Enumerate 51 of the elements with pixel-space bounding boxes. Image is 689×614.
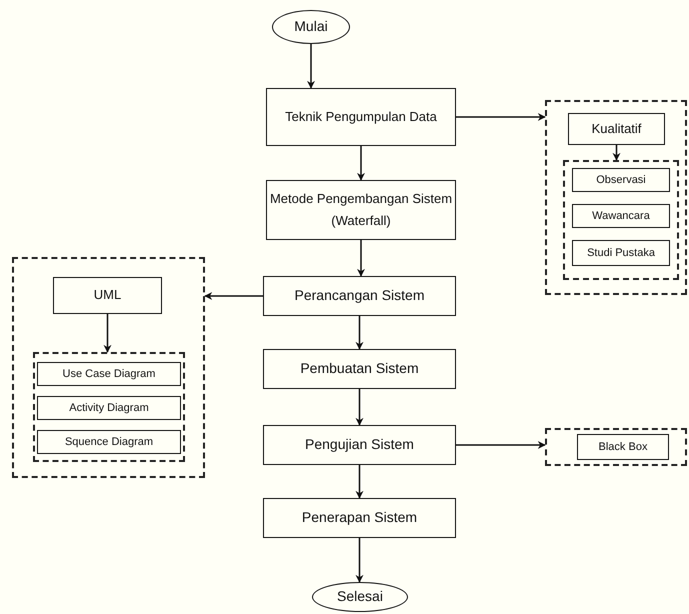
arrow: [104, 314, 112, 353]
process-box: [572, 240, 670, 266]
node-label: Observasi: [596, 172, 646, 188]
dashed-group-box: [545, 100, 687, 295]
arrow: [204, 292, 263, 300]
arrow: [356, 316, 364, 350]
node-label: Penerapan Sistem: [302, 508, 418, 528]
node-label: Wawancara: [592, 208, 650, 224]
terminal-oval: [272, 10, 350, 44]
node-label: Selesai: [337, 587, 383, 606]
node-label: Studi Pustaka: [587, 246, 655, 261]
dashed-group-box: [12, 257, 205, 478]
dashed-group-box: [33, 352, 185, 462]
process-box: [572, 204, 670, 228]
process-box: [577, 434, 669, 460]
process-box: [263, 498, 456, 538]
dashed-group-box: [545, 428, 687, 466]
node-label: Kualitatif: [592, 120, 642, 138]
arrow: [357, 146, 365, 181]
node-label: UML: [94, 286, 122, 304]
dashed-group-box: [563, 160, 679, 280]
arrow: [356, 389, 364, 426]
process-box: [37, 430, 181, 454]
arrow: [456, 113, 546, 121]
process-box: [263, 349, 456, 389]
process-box: [266, 180, 456, 240]
arrow: [357, 240, 365, 277]
process-box: [263, 425, 456, 465]
process-box: [37, 362, 181, 386]
arrow: [612, 145, 620, 161]
process-box: [572, 168, 670, 192]
arrow: [356, 465, 364, 499]
node-label: Black Box: [598, 440, 648, 455]
process-box: [568, 113, 665, 145]
process-box: [266, 88, 456, 146]
node-label: Teknik Pengumpulan Data: [285, 108, 437, 126]
node-label: Metode Pengembangan Sistem (Waterfall): [268, 190, 454, 230]
node-label: Activity Diagram: [69, 400, 149, 416]
node-label: Pengujian Sistem: [305, 435, 414, 454]
process-box: [263, 276, 456, 316]
node-label: Mulai: [294, 17, 328, 36]
terminal-oval: [312, 582, 408, 612]
process-box: [53, 277, 162, 314]
node-label: Squence Diagram: [64, 434, 154, 450]
node-label: Pembuatan Sistem: [300, 359, 419, 378]
arrow: [307, 44, 315, 89]
node-label: Use Case Diagram: [62, 366, 156, 382]
arrow: [456, 441, 546, 449]
process-box: [37, 396, 181, 420]
node-label: Perancangan Sistem: [294, 286, 424, 306]
arrow: [356, 538, 364, 583]
